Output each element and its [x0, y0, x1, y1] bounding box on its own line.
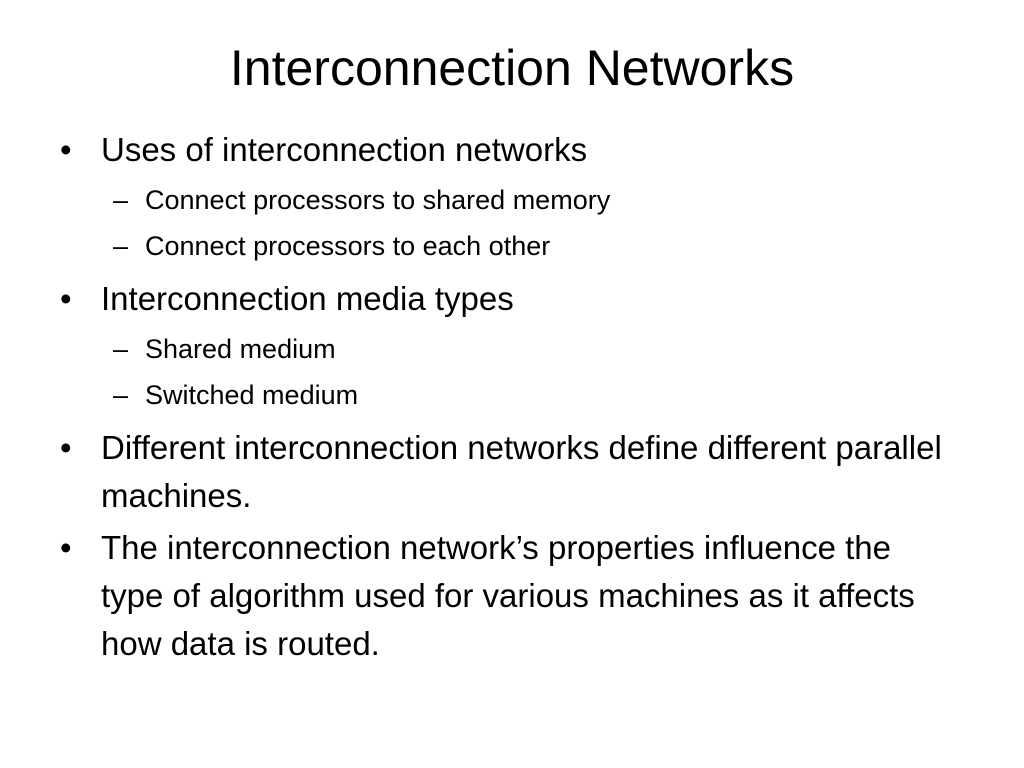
bullet-list: • Uses of interconnection networks – Con…	[60, 126, 960, 672]
dash-icon: –	[113, 185, 129, 215]
bullet-text: The interconnection network’s properties…	[101, 529, 915, 662]
sub-item-text: Connect processors to each other	[145, 231, 551, 261]
bullet-icon: •	[60, 529, 72, 566]
sub-item-text: Shared medium	[145, 334, 336, 364]
sub-item: – Connect processors to each other	[60, 222, 960, 270]
sub-item: – Shared medium	[60, 325, 960, 373]
bullet-text: Different interconnection networks defin…	[101, 429, 942, 514]
dash-icon: –	[113, 231, 129, 261]
bullet-item-2: • Interconnection media types	[60, 275, 960, 323]
bullet-item-3: • Different interconnection networks def…	[60, 424, 960, 520]
bullet-item-1: • Uses of interconnection networks	[60, 126, 960, 174]
bullet-icon: •	[60, 280, 72, 317]
dash-icon: –	[113, 334, 129, 364]
bullet-icon: •	[60, 131, 72, 168]
slide-title: Interconnection Networks	[229, 40, 795, 96]
sub-item: – Connect processors to shared memory	[60, 176, 960, 224]
sub-item-text: Switched medium	[145, 380, 359, 410]
bullet-item-4: • The interconnection network’s properti…	[60, 524, 960, 668]
bullet-text: Interconnection media types	[101, 280, 514, 317]
sub-item: – Switched medium	[60, 371, 960, 419]
sub-list-1: – Connect processors to shared memory – …	[60, 176, 960, 270]
dash-icon: –	[113, 380, 129, 410]
bullet-text: Uses of interconnection networks	[101, 131, 588, 168]
sub-item-text: Connect processors to shared memory	[145, 185, 611, 215]
sub-list-2: – Shared medium – Switched medium	[60, 325, 960, 419]
bullet-icon: •	[60, 429, 72, 466]
